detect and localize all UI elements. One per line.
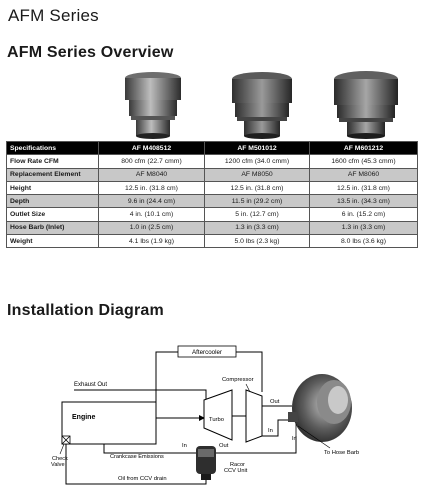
- ccv-to-filter-line: [216, 436, 297, 454]
- check-valve-label-2: Valve: [51, 462, 65, 468]
- table-row: Hose Barb (Inlet) 1.0 in (2.5 cm) 1.3 in…: [6, 220, 418, 236]
- table-cell: 1200 cfm (34.0 cmm): [204, 154, 310, 169]
- check-valve-icon: [61, 435, 71, 445]
- table-cell: 13.5 in. (34.3 cm): [309, 194, 418, 209]
- table-cell: 1.0 in (2.5 cm): [98, 220, 205, 236]
- column-header: AF M408512: [98, 140, 205, 156]
- in-right-label: In: [268, 428, 273, 434]
- to-hose-barb-label: To Hose Barb: [324, 450, 359, 456]
- table-cell: 8.0 lbs (3.6 kg): [309, 234, 418, 249]
- table-cell: 1600 cfm (45.3 cmm): [309, 154, 418, 169]
- turbo-shape: [203, 389, 233, 441]
- turbo-label: Turbo: [209, 417, 224, 423]
- exhaust-out-label: Exhaust Out: [74, 382, 107, 388]
- specifications-table: Specifications AF M408512 AF M501012 AF …: [6, 140, 418, 249]
- air-filter-housing-image: [288, 374, 352, 442]
- table-cell: AF M8050: [204, 167, 310, 182]
- aftercooler-label: Aftercooler: [192, 349, 222, 356]
- column-header: Specifications: [6, 140, 99, 156]
- column-header: AF M501012: [204, 140, 310, 156]
- table-cell: 5.0 lbs (2.3 kg): [204, 234, 310, 249]
- column-header: AF M601212: [309, 140, 418, 156]
- compressor-label: Compressor: [222, 377, 254, 383]
- table-cell: 4 in. (10.1 cm): [98, 207, 205, 222]
- table-row: Height 12.5 in. (31.8 cm) 12.5 in. (31.8…: [6, 180, 418, 196]
- series-title: AFM Series: [8, 6, 99, 25]
- air-filter-housing-image: [125, 72, 181, 139]
- row-label: Depth: [6, 194, 99, 209]
- table-cell: 1.3 in (3.3 cm): [309, 220, 418, 236]
- to-hose-barb-pointer: [297, 425, 331, 449]
- table-row: Depth 9.6 in (24.4 cm) 11.5 in (29.2 cm)…: [6, 194, 418, 209]
- racor-label-1: Racor: [230, 462, 245, 468]
- installation-diagram: Aftercooler Exhaust Out Engine Turbo Com…: [51, 345, 359, 485]
- overview-heading: AFM Series Overview: [7, 44, 174, 61]
- in-hose-label: In: [292, 436, 297, 442]
- racor-ccv-unit-image: [196, 446, 216, 480]
- table-row: Replacement Element AF M8040 AF M8050 AF…: [6, 167, 418, 182]
- table-cell: 12.5 in. (31.8 cm): [204, 180, 310, 196]
- installation-heading: Installation Diagram: [7, 302, 164, 319]
- air-filter-housing-image: [334, 71, 398, 139]
- engine-box: [61, 401, 157, 445]
- table-cell: 12.5 in. (31.8 cm): [309, 180, 418, 196]
- table-cell: AF M8060: [309, 167, 418, 182]
- table-cell: AF M8040: [98, 167, 205, 182]
- check-valve-pointer: [59, 443, 65, 455]
- table-cell: 1.3 in (3.3 cm): [204, 220, 310, 236]
- filter-to-compressor-line: [262, 419, 292, 437]
- aftercooler-return-line: [155, 351, 178, 402]
- table-row: Flow Rate CFM 800 cfm (22.7 cmm) 1200 cf…: [6, 154, 418, 169]
- row-label: Hose Barb (Inlet): [6, 220, 99, 236]
- table-cell: 800 cfm (22.7 cmm): [98, 154, 205, 169]
- table-cell: 11.5 in (29.2 cm): [204, 194, 310, 209]
- table-row: Outlet Size 4 in. (10.1 cm) 5 in. (12.7 …: [6, 207, 418, 222]
- in-bottom-label: In: [182, 443, 187, 449]
- engine-label: Engine: [72, 414, 95, 421]
- table-header-row: Specifications AF M408512 AF M501012 AF …: [6, 140, 418, 156]
- table-cell: 6 in. (15.2 cm): [309, 207, 418, 222]
- table-row: Weight 4.1 lbs (1.9 kg) 5.0 lbs (2.3 kg)…: [6, 234, 418, 249]
- check-valve-label-1: Check: [52, 456, 68, 462]
- exhaust-line: [74, 389, 207, 399]
- oil-drain-line: [65, 444, 207, 485]
- crankcase-label: Crankcase Emissions: [110, 454, 164, 460]
- oil-drain-label: Oil from CCV drain: [118, 476, 167, 482]
- table-cell: 12.5 in. (31.8 cm): [98, 180, 205, 196]
- compressor-pointer: [245, 383, 251, 393]
- row-label: Flow Rate CFM: [6, 154, 99, 169]
- row-label: Height: [6, 180, 99, 196]
- table-cell: 5 in. (12.7 cm): [204, 207, 310, 222]
- air-filter-housing-image: [232, 72, 292, 139]
- out-top-label: Out: [270, 399, 280, 405]
- row-label: Weight: [6, 234, 99, 249]
- racor-label-2: CCV Unit: [224, 468, 248, 474]
- table-cell: 4.1 lbs (1.9 kg): [98, 234, 205, 249]
- out-bottom-label: Out: [219, 443, 229, 449]
- aftercooler-supply-line: [236, 351, 263, 392]
- crankcase-line: [103, 444, 200, 454]
- row-label: Outlet Size: [6, 207, 99, 222]
- table-cell: 9.6 in (24.4 cm): [98, 194, 205, 209]
- row-label: Replacement Element: [6, 167, 99, 182]
- compressor-shape: [245, 389, 263, 443]
